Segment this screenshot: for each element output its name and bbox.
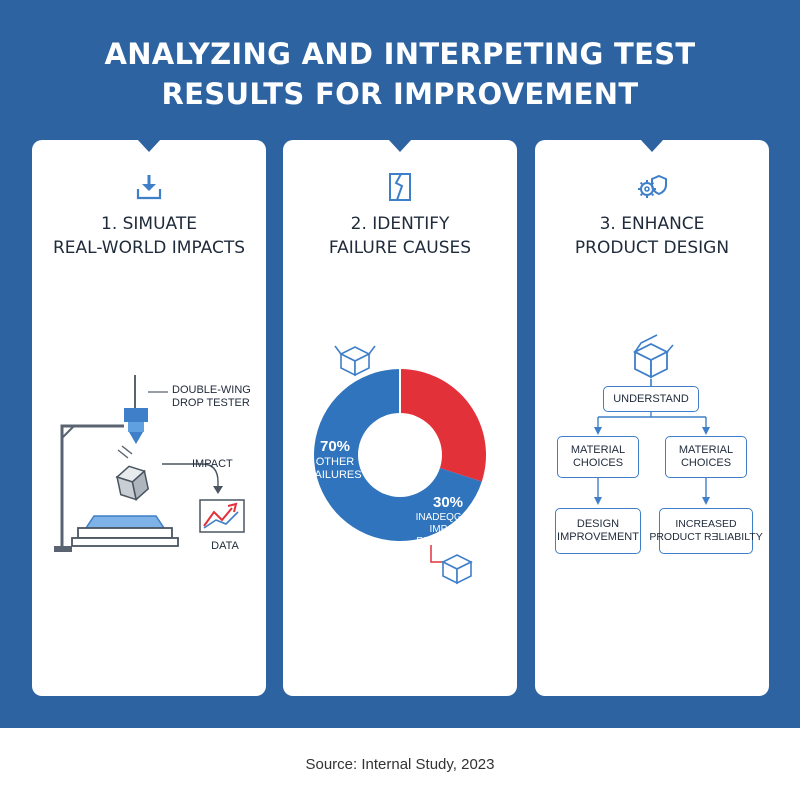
title-line-2: RESULTS FOR IMPROVEMENT: [161, 77, 639, 111]
failure-donut-chart: [314, 345, 486, 585]
flow-box-material-right-line-1: MATERIAL: [678, 444, 734, 456]
donut-hole: [358, 413, 442, 497]
flow-connectors: [594, 379, 710, 505]
package-icon: [632, 334, 674, 379]
flow-box-understand: UNDERSTAND: [603, 386, 699, 412]
drop-tester-diagram: [54, 375, 245, 552]
card-title: 1. SIMUATE REAL-WORLD IMPACTS: [32, 212, 266, 260]
card-identify-failure-causes: 2. IDENTIFY FAILURE CAUSES 70% OTHER FAI…: [283, 139, 517, 696]
slice-pct-other: 70%: [319, 438, 351, 455]
card-title: 2. IDENTIFY FAILURE CAUSES: [283, 212, 517, 260]
package-icon-bottom: [441, 554, 473, 585]
slice-pct-inadequate: 30%: [432, 494, 464, 511]
flow-box-reliability-line-2: PRODUCT RƎLIABILTY: [649, 531, 763, 543]
card-simulate-impacts: 1. SIMUATE REAL-WORLD IMPACTS: [32, 139, 266, 696]
card-title-line-1: 3. ENHANCE: [599, 214, 705, 234]
drop-head: [124, 408, 148, 422]
impact-label: IMPACT: [192, 458, 233, 470]
card-title: 3. ENHANCE PRODUCT DESIGN: [535, 212, 769, 260]
card-title-line-1: 1. SIMUATE: [101, 214, 197, 234]
tester-label-line-1: DOUBLE-WING: [172, 384, 251, 396]
card-title-line-1: 2. IDENTIFY: [350, 214, 450, 234]
card-title-line-2: REAL-WORLD IMPACTS: [53, 238, 245, 258]
tester-frame: [60, 424, 124, 550]
flow-box-design-improvement: DESIGN IMPROVEMENT: [555, 508, 641, 554]
flow-box-increased-reliability: INCREASED PRODUCT RƎLIABILTY: [649, 508, 763, 554]
flow-box-material-left: MATERIAL CHOICES: [557, 436, 639, 478]
gear-shield-icon: [638, 174, 667, 198]
impact-arrow: [162, 463, 219, 490]
download-arrow-icon: [136, 175, 162, 200]
source-note: Source: Internal Study, 2023: [305, 756, 495, 773]
flow-box-material-right-line-2: CHOICES: [680, 457, 732, 469]
tester-label-line-2: DROP TESTER: [172, 397, 250, 409]
test-package-icon: [115, 465, 150, 501]
card-enhance-product-design: 3. ENHANCE PRODUCT DESIGN: [535, 139, 769, 696]
flow-box-understand-label: UNDERSTAND: [613, 392, 689, 405]
flow-box-reliability-line-1: INCREASED: [675, 518, 737, 530]
tester-label: DOUBLE-WING DROP TESTER: [172, 384, 252, 410]
slice-label-other-line-2: FAILURES: [308, 469, 362, 481]
card-notch: [137, 139, 161, 152]
impact-platform: [84, 515, 166, 529]
slice-label-other-line-1: OTHER: [315, 456, 355, 468]
slice-label-inadequate-line-1: INADEQGATE: [415, 512, 481, 523]
card-title-line-2: PRODUCT DESIGN: [574, 238, 730, 258]
page-title: ANALYZING AND INTERPETING TEST RESULTS F…: [0, 34, 800, 114]
flow-box-design-line-1: DESIGN: [576, 518, 620, 530]
slice-label-inadequate: 30% INADEQGATE IMPACT RESISTANCE: [403, 494, 493, 548]
card-notch: [640, 139, 664, 152]
slice-label-inadequate-line-2: IMPACT: [429, 524, 467, 535]
card-title-line-2: FAILURE CAUSES: [328, 238, 472, 258]
package-icon-top: [334, 345, 376, 377]
title-line-1: ANALYZING AND INTERPETING TEST: [104, 37, 696, 71]
cracked-document-icon: [389, 173, 411, 201]
flow-box-material-right: MATERIAL CHOICES: [665, 436, 747, 478]
flow-box-material-left-line-2: CHOICES: [572, 457, 624, 469]
card-notch: [388, 139, 412, 152]
flow-box-material-left-line-1: MATERIAL: [570, 444, 626, 456]
data-label: DATA: [211, 540, 239, 552]
flow-box-design-line-2: IMPROVEMENT: [557, 531, 639, 543]
design-flow-diagram: [632, 334, 674, 387]
drop-arrow-icon: [129, 432, 143, 444]
slice-label-other: 70% OTHER FAILURES: [305, 438, 365, 482]
slice-label-inadequate-line-3: RESISTANCE: [416, 536, 480, 547]
